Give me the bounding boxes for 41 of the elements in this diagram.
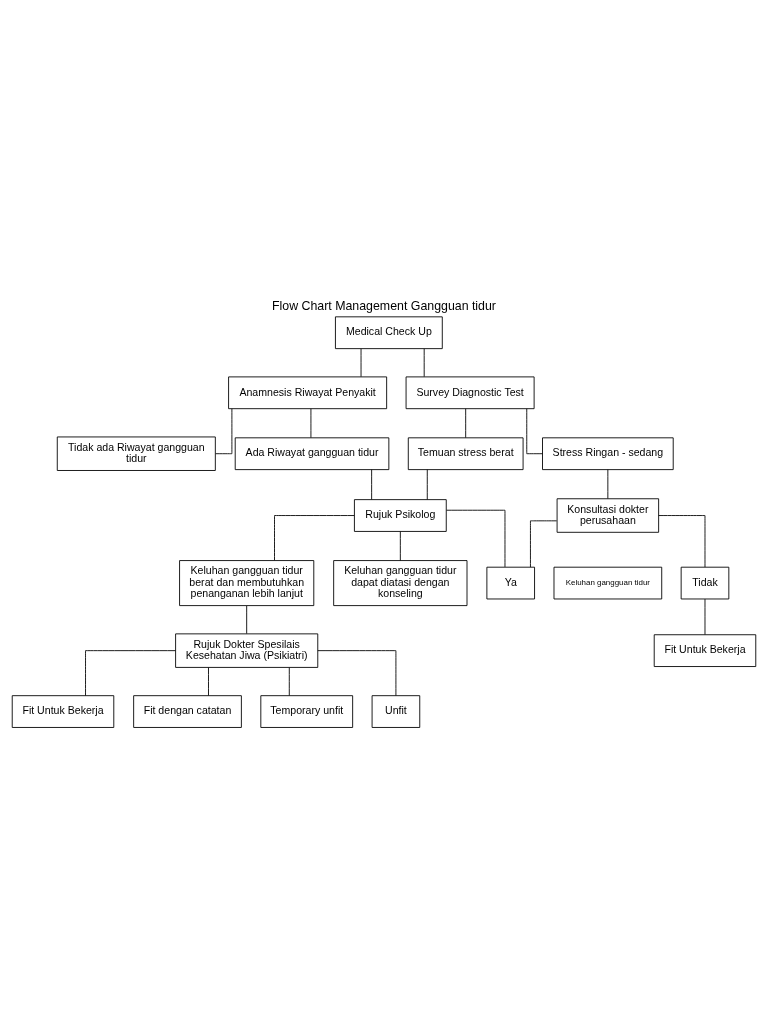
connector xyxy=(288,667,290,696)
connector xyxy=(85,650,176,696)
node-box: Tidak ada Riwayat gangguan tidur xyxy=(56,436,216,471)
connector xyxy=(423,348,425,378)
connector xyxy=(530,520,558,568)
node-box: Keluhan gangguan tidur dapat diatasi dengan konseling xyxy=(333,560,468,607)
connector xyxy=(208,667,209,696)
node-box: Rujuk Psikolog xyxy=(354,499,447,532)
connector xyxy=(310,408,312,439)
connector xyxy=(274,515,355,561)
connector xyxy=(704,598,706,635)
connector xyxy=(526,408,543,455)
connector xyxy=(607,469,609,500)
connector xyxy=(371,469,373,500)
node-box: Fit Untuk Bekerja xyxy=(653,634,757,667)
connector xyxy=(246,605,248,634)
node-box: Ada Riwayat gangguan tidur xyxy=(234,437,390,471)
diagram-title: Flow Chart Management Gangguan tidur xyxy=(272,298,496,313)
node-box: Unfit xyxy=(371,695,421,728)
connector xyxy=(465,408,467,439)
node-box: Keluhan gangguan tidur berat dan membutuhkan penanganan lebih lanjut xyxy=(179,560,315,607)
node-box: Anamnesis Riwayat Penyakit xyxy=(228,376,388,410)
connector xyxy=(426,469,428,500)
connector xyxy=(658,515,706,568)
connector xyxy=(360,348,362,378)
node-box: Ya xyxy=(486,566,535,600)
node-box: Temuan stress berat xyxy=(407,437,524,471)
connector xyxy=(215,408,233,455)
node-box: Medical Check Up xyxy=(335,316,443,350)
node-box: Survey Diagnostic Test xyxy=(405,376,535,410)
node-box: Temporary unfit xyxy=(260,695,354,728)
connector xyxy=(446,509,506,568)
node-box: Fit dengan catatan xyxy=(133,695,242,728)
node-box: Konsultasi dokter perusahaan xyxy=(556,498,660,533)
node-box: Stress Ringan - sedang xyxy=(542,437,674,471)
node-box: Rujuk Dokter Spesilais Kesehatan Jiwa (Psikiatri) xyxy=(175,633,319,668)
node-box: Tidak xyxy=(680,566,730,600)
node-box: Keluhan gangguan tidur xyxy=(553,566,663,600)
connector xyxy=(399,531,401,561)
connector xyxy=(317,650,397,696)
node-box: Fit Untuk Bekerja xyxy=(11,695,115,728)
